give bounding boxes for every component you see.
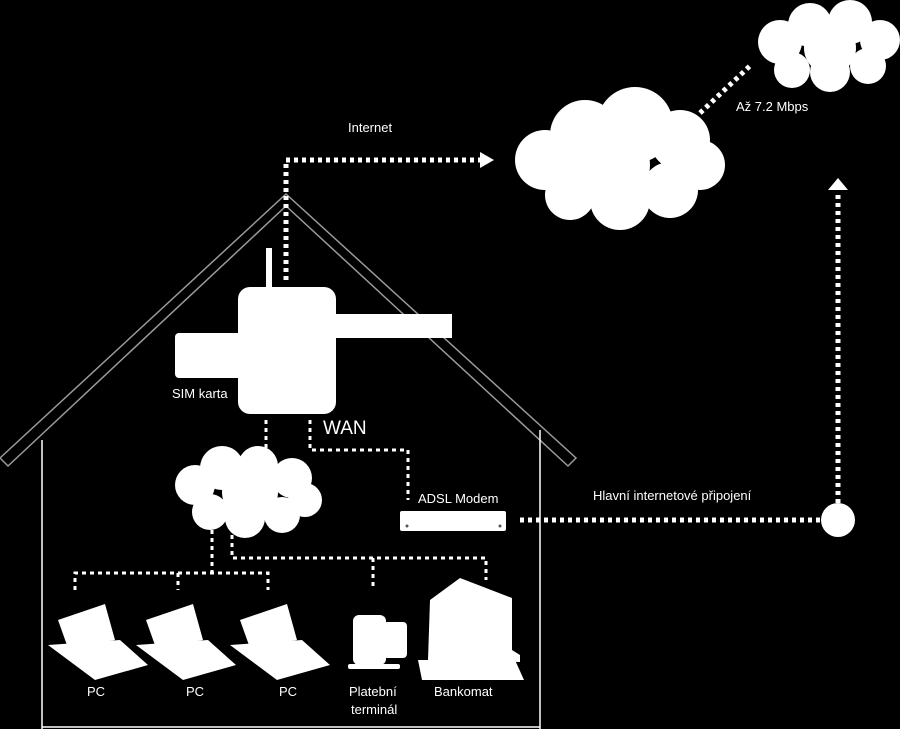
connection-node [821, 503, 855, 537]
laptop-icon [48, 604, 148, 680]
laptop-icon [136, 604, 236, 680]
pc-label-2: PC [186, 684, 204, 699]
atm-label: Bankomat [434, 684, 493, 699]
wan-label: WAN [323, 418, 367, 439]
internet-label: Internet [348, 120, 392, 135]
atm-icon [418, 578, 524, 680]
router-device-icon [175, 248, 452, 414]
main-connection-label: Hlavní internetové připojení [593, 488, 752, 503]
house-outline [0, 192, 578, 729]
speed-label: Až 7.2 Mbps [736, 99, 809, 114]
payment-terminal-icon [348, 615, 407, 669]
adsl-modem-label: ADSL Modem [418, 491, 498, 506]
sim-card-label: SIM karta [172, 386, 228, 401]
pc-label-3: PC [279, 684, 297, 699]
pc-label-1: PC [87, 684, 105, 699]
connection-lines [73, 62, 841, 590]
laptop-icon [230, 604, 330, 680]
local-network-cloud-icon [175, 446, 322, 538]
arrow-up-icon [828, 178, 848, 190]
payment-terminal-label-line2: terminál [351, 702, 397, 717]
arrow-right-icon [480, 152, 494, 168]
internet-cloud-icon [515, 87, 725, 230]
adsl-modem-icon [400, 511, 506, 531]
payment-terminal-label-line1: Platební [349, 684, 397, 699]
mobile-network-cloud-icon [758, 0, 900, 92]
